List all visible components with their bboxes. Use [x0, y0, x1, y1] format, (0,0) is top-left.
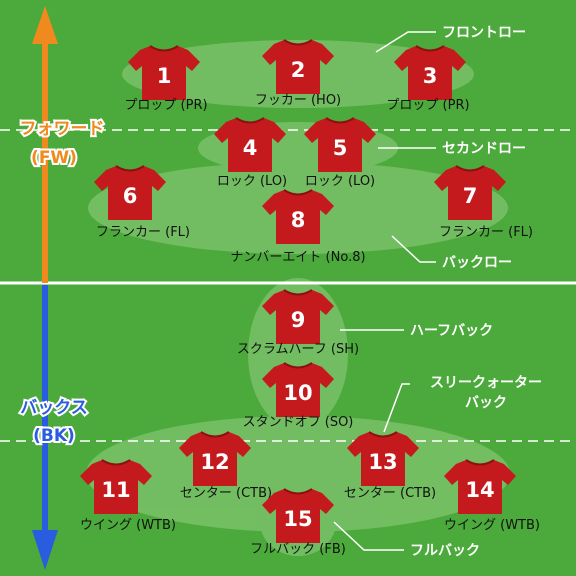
backs-label: バックス [20, 398, 88, 418]
player-10: 10 スタンドオフ (SO) [243, 362, 354, 430]
player-9: 9 スクラムハーフ (SH) [237, 289, 359, 357]
position-label: ナンバーエイト (No.8) [230, 250, 365, 265]
group-label-half-back: ハーフバック [410, 323, 493, 339]
jersey-number: 8 [291, 208, 306, 232]
position-label: ロック (LO) [305, 174, 375, 189]
player-8: 8 ナンバーエイト (No.8) [230, 189, 366, 265]
front-row-leader [375, 31, 436, 53]
position-label: ロック (LO) [217, 174, 287, 189]
backs-arrow-head [32, 530, 58, 570]
player-6: 6 フランカー (FL) [93, 165, 190, 240]
group-label-front-row: フロントロー [442, 25, 526, 41]
position-label: プロップ (PR) [386, 98, 469, 113]
jersey-number: 6 [123, 184, 138, 208]
position-label: フランカー (FL) [439, 225, 533, 240]
jersey-number: 7 [463, 184, 478, 208]
three-quarter-leader [383, 383, 410, 433]
group-label-three-quarter-1: スリークォーター [430, 375, 542, 391]
player-14: 14 ウイング (WTB) [443, 459, 540, 533]
player-13: 13 センター (CTB) [344, 431, 436, 501]
half-back-ellipse [248, 278, 348, 430]
position-label: プロップ (PR) [124, 98, 207, 113]
group-label-second-row: セカンドロー [442, 141, 526, 157]
jersey-number: 2 [291, 58, 306, 82]
jersey-number: 9 [291, 308, 306, 332]
full-back-leader [333, 521, 404, 551]
jersey-number: 4 [243, 136, 258, 160]
jersey-number: 11 [101, 478, 130, 502]
jersey-number: 3 [423, 64, 438, 88]
jersey-number: 13 [368, 450, 397, 474]
player-12: 12 センター (CTB) [178, 431, 272, 501]
player-15: 15 フルバック (FB) [250, 488, 346, 557]
backs-abbr: (BK) [33, 426, 75, 446]
position-label: フッカー (HO) [255, 93, 341, 108]
back-row-leader [391, 235, 436, 263]
position-label: ウイング (WTB) [80, 518, 176, 533]
position-label: ウイング (WTB) [444, 518, 540, 533]
position-label: センター (CTB) [180, 486, 272, 501]
player-2: 2 フッカー (HO) [255, 39, 341, 108]
jersey-number: 10 [283, 381, 312, 405]
jersey-number: 5 [333, 136, 348, 160]
jersey-number: 15 [283, 507, 312, 531]
jersey-number: 12 [200, 450, 229, 474]
player-7: 7 フランカー (FL) [433, 165, 533, 240]
position-label: スタンドオフ (SO) [243, 415, 354, 430]
jersey-number: 1 [157, 64, 172, 88]
player-1: 1 プロップ (PR) [124, 45, 208, 113]
position-label: スクラムハーフ (SH) [237, 342, 359, 357]
player-11: 11 ウイング (WTB) [79, 459, 176, 533]
forwards-label: フォワード [20, 119, 105, 139]
group-label-full-back: フルバック [410, 543, 480, 559]
forwards-abbr: (FW) [31, 148, 77, 168]
group-label-back-row: バックロー [442, 255, 512, 271]
player-5: 5 ロック (LO) [303, 117, 377, 189]
group-label-three-quarter-2: バック [465, 395, 507, 411]
position-label: フランカー (FL) [96, 225, 190, 240]
jersey-number: 14 [465, 478, 494, 502]
forwards-arrow-head [32, 6, 58, 44]
player-3: 3 プロップ (PR) [386, 45, 470, 113]
group-leader-lines [333, 31, 436, 551]
position-label: フルバック (FB) [250, 542, 346, 557]
position-label: センター (CTB) [344, 486, 436, 501]
player-4: 4 ロック (LO) [213, 117, 287, 189]
